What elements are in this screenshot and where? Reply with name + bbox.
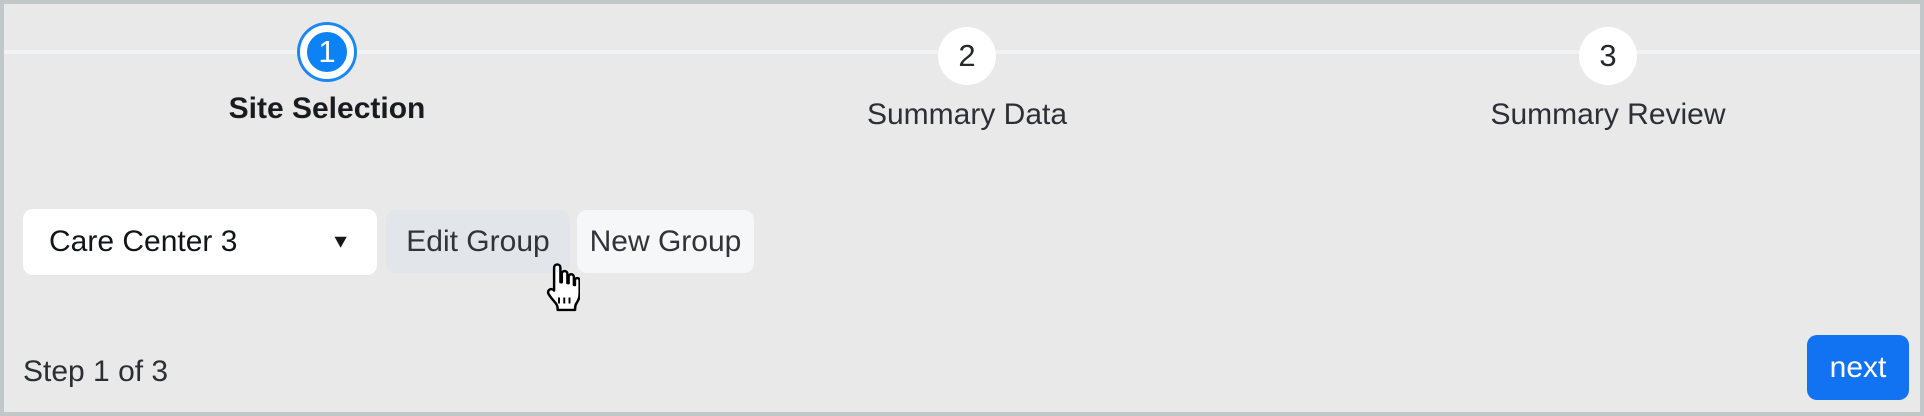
stepper-step-site-selection[interactable]: 1 Site Selection	[127, 4, 527, 126]
site-group-select-value: Care Center 3	[49, 225, 238, 258]
step-2-label: Summary Data	[866, 98, 1068, 131]
site-group-select[interactable]: Care Center 3 ▼	[23, 209, 377, 275]
step-3-circle: 3	[1579, 27, 1637, 85]
stepper-step-summary-review[interactable]: 3 Summary Review	[1408, 4, 1808, 132]
step-1-label: Site Selection	[228, 92, 426, 125]
next-button-label: next	[1829, 350, 1887, 384]
caret-down-icon: ▼	[330, 231, 351, 252]
next-button[interactable]: next	[1807, 335, 1909, 400]
step-3-number: 3	[1599, 38, 1617, 73]
step-2-number: 2	[958, 38, 976, 73]
step-2-circle: 2	[938, 27, 996, 85]
new-group-button-label: New Group	[589, 224, 742, 258]
step-3-label: Summary Review	[1490, 98, 1726, 131]
stepper-step-summary-data[interactable]: 2 Summary Data	[767, 4, 1167, 132]
step-1-number: 1	[318, 34, 336, 69]
edit-group-button[interactable]: Edit Group	[386, 210, 570, 273]
step-indicator-text: Step 1 of 3	[23, 355, 169, 388]
edit-group-button-label: Edit Group	[406, 224, 550, 258]
step-1-circle: 1	[300, 25, 354, 79]
new-group-button[interactable]: New Group	[577, 210, 754, 273]
